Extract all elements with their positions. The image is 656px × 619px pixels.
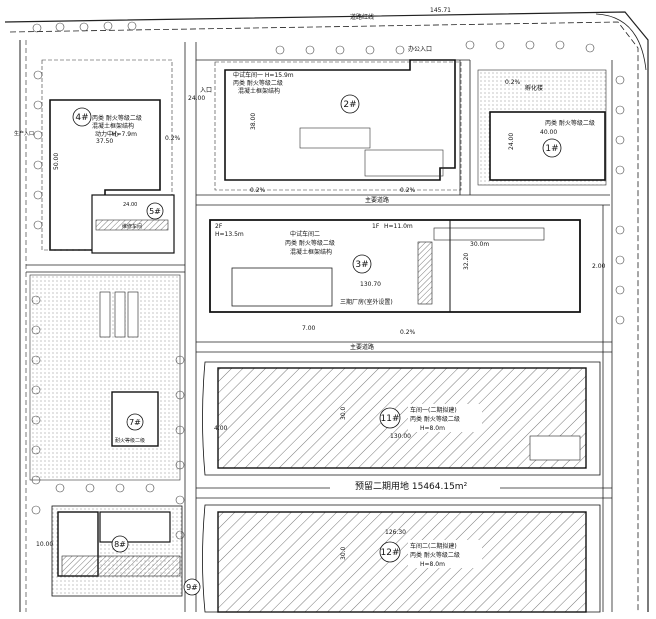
building-4-line-2: 混凝土框架结构 — [92, 122, 134, 130]
num-d: 4.00 — [214, 425, 228, 432]
building-11-line-2: 丙类 耐火等级二级 — [410, 415, 460, 423]
building-12-dim-h: 30.0 — [340, 546, 347, 560]
num-e: 2.00 — [592, 263, 606, 270]
building-3-line-3: 中试车间二 — [290, 230, 320, 238]
building-8-number: 8# — [114, 540, 126, 549]
main-road-label: 主要道路 — [365, 196, 389, 204]
building-2-line-3: 混凝土框架结构 — [238, 87, 280, 95]
building-5-line-2: 维修车间 — [122, 223, 142, 230]
slope-d: 0.2% — [165, 135, 181, 142]
building-1-number: 1# — [545, 144, 558, 154]
building-9-number: 9# — [186, 583, 198, 592]
building-3: 3# 2F H=13.5m 中试车间二 丙类 耐火等级二级 混凝土框架结构 1F… — [209, 219, 581, 313]
building-9: 9# — [183, 578, 201, 596]
building-11-dim-h: 30.0 — [340, 406, 347, 420]
slope-e: 0.2% — [505, 79, 521, 86]
side-entrance-label: 生产入口 — [14, 130, 34, 137]
building-7-number: 7# — [129, 418, 141, 427]
building-3-line-2: H=13.5m — [215, 231, 244, 238]
building-2-number: 2# — [343, 100, 356, 110]
top-road-label: 道路红线 — [350, 13, 374, 21]
building-12-dim-w: 126.30 — [385, 529, 406, 536]
slope-b: 0.2% — [400, 187, 416, 194]
building-3-dim-c: 30.0m — [470, 241, 489, 248]
building-3-line-5: 混凝土框架结构 — [290, 248, 332, 256]
building-11-line-1: 车间一(二期拟建) — [410, 406, 457, 414]
building-12: 12# 车间二(二期拟建) 丙类 耐火等级二级 H=8.0m 126.30 30… — [202, 504, 601, 613]
building-11-number: 11# — [381, 414, 400, 424]
building-4-dim-h: 50.00 — [53, 153, 60, 170]
building-12-number: 12# — [381, 548, 400, 558]
building-7: 7# 耐火等级二级 — [111, 391, 159, 447]
building-11-dim-w: 130.00 — [390, 433, 411, 440]
building-4-number: 4# — [75, 113, 88, 123]
yard-label: 三期厂房(室外设置) — [340, 298, 393, 306]
office-entrance-label: 办公入口 — [408, 45, 432, 53]
building-3-number: 3# — [355, 260, 368, 270]
building-4: 4# 丙类 耐火等级二级 混凝土框架结构 动力中心 H=7.9m 37.50 5… — [41, 59, 173, 251]
building-1-dim-w: 40.00 — [540, 129, 557, 136]
building-5-line-1: 24.00 — [123, 202, 137, 208]
building-7-line-1: 耐火等级二级 — [115, 437, 145, 444]
building-3-line-7: H=11.0m — [384, 223, 413, 230]
num-b: 7.00 — [302, 325, 316, 332]
slope-c: 0.2% — [400, 329, 416, 336]
dim-top: 145.71 — [430, 7, 451, 14]
building-3-line-4: 丙类 耐火等级二级 — [285, 239, 335, 247]
building-2-line-2: 丙类 耐火等级二级 — [233, 79, 283, 87]
site-boundary — [4, 11, 649, 612]
building-3-line-1: 2F — [215, 223, 223, 230]
left-entrance-label: 入口 — [200, 87, 212, 94]
building-4-line-4: H=7.9m — [112, 131, 137, 138]
building-11: 11# 车间一(二期拟建) 丙类 耐火等级二级 H=8.0m 130.00 30… — [202, 361, 601, 476]
building-4-line-1: 丙类 耐火等级二级 — [92, 114, 142, 122]
building-12-line-2: 丙类 耐火等级二级 — [410, 551, 460, 559]
num-c: 10.00 — [36, 541, 53, 548]
building-12-line-3: H=8.0m — [420, 561, 445, 568]
building-1-line-2: 丙类 耐火等级二级 — [545, 119, 595, 127]
building-2-dim-h: 38.00 — [250, 113, 257, 130]
building-3-line-6: 1F — [372, 223, 380, 230]
building-2-line-1: 中试车间一 H=15.9m — [233, 71, 294, 79]
num-a: 24.00 — [188, 95, 205, 102]
building-5-number: 5# — [149, 207, 161, 216]
building-3-dim-w: 130.70 — [360, 281, 381, 288]
building-5: 5# 24.00 维修车间 — [91, 194, 175, 254]
building-1-dim-h: 24.00 — [508, 133, 515, 150]
main-road-lower-label: 主要道路 — [350, 343, 374, 351]
building-2: 2# 中试车间一 H=15.9m 丙类 耐火等级二级 混凝土框架结构 38.00 — [214, 59, 462, 191]
building-3-dim-h: 32.20 — [463, 253, 470, 270]
building-1: 1# 孵化楼 丙类 耐火等级二级 40.00 24.00 — [489, 84, 606, 181]
building-11-line-3: H=8.0m — [420, 425, 445, 432]
building-4-dim-w: 37.50 — [96, 138, 113, 145]
building-1-line-1: 孵化楼 — [525, 84, 543, 92]
building-4-line-3: 动力中心 — [95, 130, 119, 138]
utility-cluster — [99, 291, 139, 338]
building-12-line-1: 车间二(二期拟建) — [410, 542, 457, 550]
building-8: 8# — [51, 505, 183, 597]
slope-a: 0.2% — [250, 187, 266, 194]
reserve-land-label: 预留二期用地 15464.15m² — [355, 480, 468, 492]
